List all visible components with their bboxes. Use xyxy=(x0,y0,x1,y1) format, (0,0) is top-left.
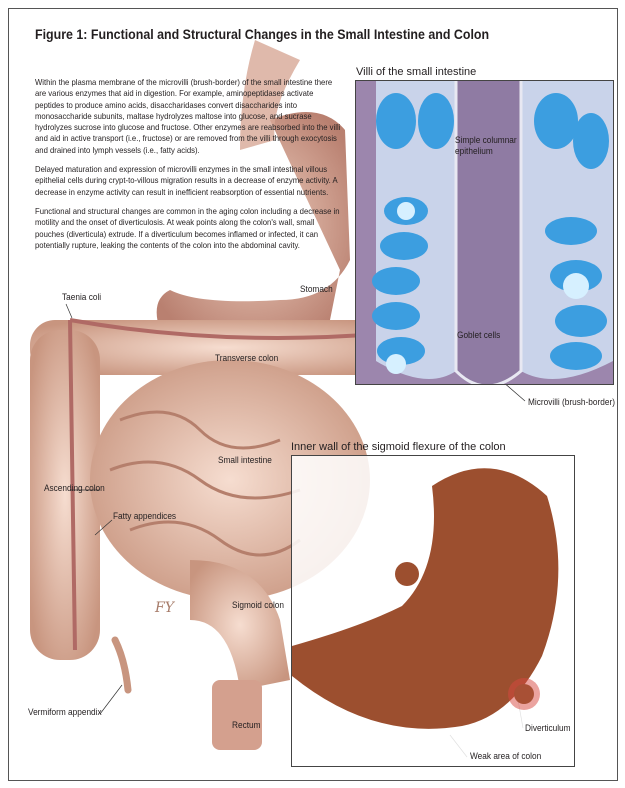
label-weak-area: Weak area of colon xyxy=(470,751,542,761)
figure-border xyxy=(8,8,618,781)
label-diverticulum: Diverticulum xyxy=(525,723,571,733)
sigmoid-inset xyxy=(291,455,575,767)
sigmoid-colon-shape xyxy=(190,560,290,690)
label-epithelium: epithelium xyxy=(455,146,493,156)
appendix-shape xyxy=(111,636,132,694)
villi-inset-title: Villi of the small intestine xyxy=(356,66,477,78)
coil-lines xyxy=(109,410,301,557)
rectum-shape xyxy=(212,680,262,750)
sigmoid-wall-illustration xyxy=(292,468,559,729)
artist-signature: FY xyxy=(154,600,176,616)
label-stomach: Stomach xyxy=(300,284,333,294)
stomach-shape xyxy=(156,112,350,336)
transverse-colon-shape xyxy=(30,320,420,375)
label-taenia-coli: Taenia coli xyxy=(62,292,102,302)
paragraph-colon-changes: Functional and structural changes are co… xyxy=(35,205,340,250)
paragraph-enzymes: Within the plasma membrane of the microv… xyxy=(35,77,341,155)
label-transverse-colon: Transverse colon xyxy=(215,353,279,363)
label-fatty-appendices: Fatty appendices xyxy=(113,511,177,521)
villi-inset xyxy=(355,80,614,385)
intro-text: Within the plasma membrane of the microv… xyxy=(35,77,342,259)
label-sigmoid-colon: Sigmoid colon xyxy=(232,600,285,610)
label-rectum: Rectum xyxy=(232,720,261,730)
figure-title: Figure 1: Functional and Structural Chan… xyxy=(35,27,490,42)
label-microvilli: Microvilli (brush-border) xyxy=(528,397,615,407)
esophagus-shape xyxy=(240,40,300,150)
sigmoid-inset-title: Inner wall of the sigmoid flexure of the… xyxy=(291,441,506,453)
label-vermiform-appendix: Vermiform appendix xyxy=(28,707,102,717)
label-small-intestine: Small intestine xyxy=(218,455,272,465)
villi-illustration xyxy=(372,81,613,384)
label-goblet-cells: Goblet cells xyxy=(457,330,501,340)
paragraph-maturation: Delayed maturation and expression of mic… xyxy=(35,164,338,197)
label-simple-columnar: Simple columnar xyxy=(455,135,517,145)
label-ascending-colon: Ascending colon xyxy=(44,483,105,493)
ascending-colon-shape xyxy=(30,330,100,660)
